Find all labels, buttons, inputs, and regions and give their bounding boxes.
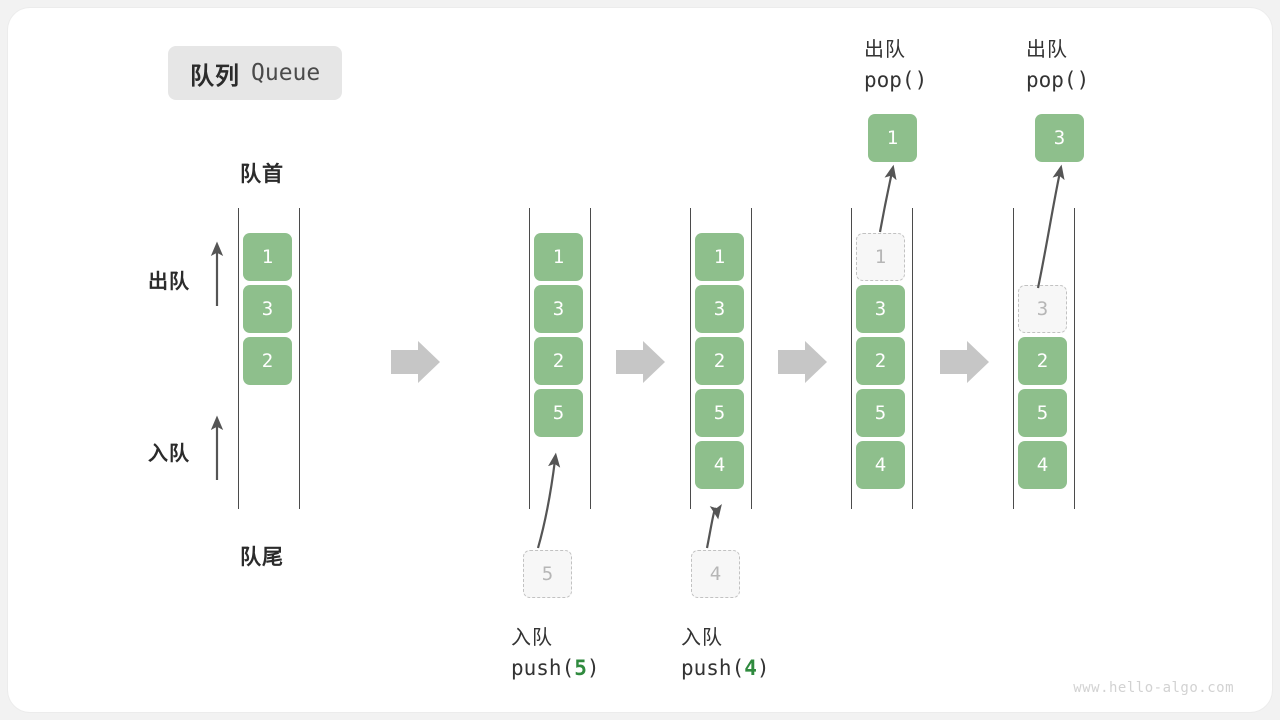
queue-rail-right	[590, 208, 591, 509]
queue-tail-label: 队尾	[240, 546, 284, 569]
watermark: www.hello-algo.com	[1073, 680, 1234, 696]
title-label-en: Queue	[251, 60, 321, 86]
queue-element: 4	[695, 441, 744, 489]
queue-rail-right	[1074, 208, 1075, 509]
queue-element: 3	[1018, 285, 1067, 333]
queue-rail-left	[529, 208, 530, 509]
queue-element: 1	[856, 233, 905, 281]
queue-element: 1	[695, 233, 744, 281]
queue-rail-left	[851, 208, 852, 509]
queue-element: 3	[856, 285, 905, 333]
queue-element: 5	[856, 389, 905, 437]
push4-caption-cn: 入队	[681, 627, 723, 649]
push4-code-pre: push(	[681, 656, 745, 680]
queue-element: 3	[534, 285, 583, 333]
push5-code-post: )	[586, 656, 600, 680]
pending-element: 4	[691, 550, 740, 598]
queue-rail-left	[238, 208, 239, 509]
queue-element: 4	[1018, 441, 1067, 489]
push4-code-arg: 4	[744, 656, 757, 680]
queue-head-label: 队首	[240, 163, 284, 186]
pop3-caption-code: pop()	[1026, 68, 1090, 92]
queue-rail-right	[299, 208, 300, 509]
diagram-card	[8, 8, 1272, 712]
queue-element: 3	[695, 285, 744, 333]
queue-element: 3	[243, 285, 292, 333]
push5-caption-code: push(5)	[511, 656, 600, 680]
push4-caption-code: push(4)	[681, 656, 770, 680]
popped-element: 3	[1035, 114, 1084, 162]
dequeue-direction-label: 出队	[148, 271, 190, 293]
pop1-caption-code: pop()	[864, 68, 928, 92]
queue-rail-right	[751, 208, 752, 509]
queue-element: 1	[534, 233, 583, 281]
title-badge: 队列 Queue	[168, 46, 343, 100]
queue-element: 5	[534, 389, 583, 437]
push5-code-arg: 5	[574, 656, 587, 680]
queue-rail-left	[1013, 208, 1014, 509]
queue-element: 1	[243, 233, 292, 281]
title-label-cn: 队列	[190, 62, 240, 90]
pop1-caption-cn: 出队	[864, 39, 906, 61]
queue-element: 2	[856, 337, 905, 385]
queue-element: 2	[695, 337, 744, 385]
queue-element: 5	[695, 389, 744, 437]
queue-rail-right	[912, 208, 913, 509]
push4-code-post: )	[756, 656, 770, 680]
push5-code-pre: push(	[511, 656, 575, 680]
popped-element: 1	[868, 114, 917, 162]
queue-element: 2	[1018, 337, 1067, 385]
pop3-caption-cn: 出队	[1026, 39, 1068, 61]
queue-rail-left	[690, 208, 691, 509]
enqueue-direction-label: 入队	[148, 443, 190, 465]
queue-element: 4	[856, 441, 905, 489]
queue-element: 5	[1018, 389, 1067, 437]
pending-element: 5	[523, 550, 572, 598]
push5-caption-cn: 入队	[511, 627, 553, 649]
queue-element: 2	[534, 337, 583, 385]
queue-element: 2	[243, 337, 292, 385]
